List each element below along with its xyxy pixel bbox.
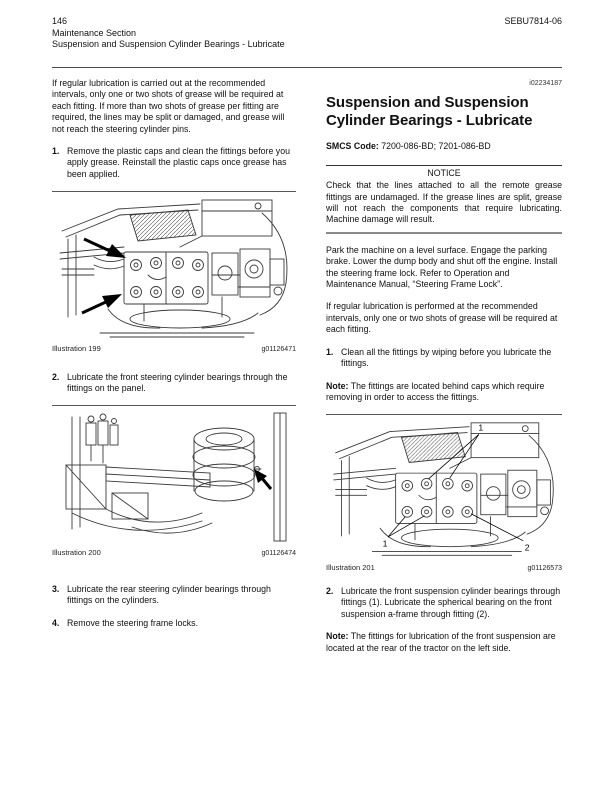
callout-2-label: 2 — [525, 543, 530, 553]
figure-caption: Illustration 201 g01126573 — [326, 562, 562, 574]
step-text: Lubricate the front steering cylinder be… — [67, 371, 288, 394]
smcs-label: SMCS Code: — [326, 141, 379, 152]
illustration-id: g01126471 — [261, 346, 296, 354]
step-text: Clean all the fittings by wiping before … — [341, 346, 552, 369]
step-number: 2. — [326, 585, 334, 596]
grease-fitting-arrows — [81, 237, 126, 315]
step-number: 1. — [326, 346, 334, 357]
doc-code: SEBU7814-06 — [504, 16, 562, 26]
note-label: Note: — [326, 631, 349, 642]
step-item-1: 1. Remove the plastic caps and clean the… — [52, 146, 296, 180]
left-column: If regular lubrication is carried out at… — [52, 78, 296, 640]
step-item-2: 2. Lubricate the front suspension cylind… — [326, 586, 562, 620]
step-number: 3. — [52, 583, 60, 594]
step-item-3: 3. Lubricate the rear steering cylinder … — [52, 584, 296, 607]
callout-1-bottom-label: 1 — [383, 539, 388, 549]
illustration-199-drawing — [59, 199, 288, 338]
regular-lubrication-paragraph: If regular lubrication is performed at t… — [326, 301, 558, 335]
illustration-label: Illustration 200 — [52, 548, 101, 558]
step-item-4: 4. Remove the steering frame locks. — [52, 618, 296, 629]
step-number: 2. — [52, 371, 60, 382]
figure-illustration-200: Illustration 200 g01126474 — [52, 405, 296, 559]
park-machine-paragraph: Park the machine on a level surface. Eng… — [326, 244, 558, 290]
notice-title: NOTICE — [427, 167, 461, 178]
header-section: Maintenance Section — [52, 27, 137, 38]
step-text: Remove the plastic caps and clean the fi… — [67, 146, 290, 179]
intro-paragraph: If regular lubrication is carried out at… — [52, 78, 285, 134]
notice-box: NOTICE Check that the lines attached to … — [326, 164, 562, 234]
figure-illustration-199: Illustration 199 g01126471 — [52, 191, 296, 355]
note-label: Note: — [326, 380, 349, 391]
step-number: 4. — [52, 617, 60, 628]
step-text: Lubricate the front suspension cylinder … — [341, 585, 561, 619]
note-paragraph-2: Note: The fittings for lubrication of th… — [326, 631, 562, 654]
right-column: i02234187 Suspension and Suspension Cyli… — [326, 78, 562, 665]
illustration-201-drawing: 1 1 2 — [333, 422, 554, 557]
notice-body: Check that the lines attached to all the… — [326, 180, 562, 225]
figure-illustration-201: 1 1 2 Illustration 201 g01126573 — [326, 414, 562, 574]
smcs-code-line: SMCS Code: 7200-086-BD; 7201-086-BD — [326, 141, 562, 152]
step-item-2: 2. Lubricate the front steering cylinder… — [52, 372, 296, 395]
step-item-1: 1. Clean all the fittings by wiping befo… — [326, 347, 562, 370]
callout-leader-lines — [387, 434, 524, 542]
page-number: 146 — [52, 16, 68, 26]
step-number: 1. — [52, 146, 60, 157]
note-paragraph-1: Note: The fittings are located behind ca… — [326, 381, 562, 404]
smcs-value: 7200-086-BD; 7201-086-BD — [378, 141, 491, 152]
illustration-id: g01126474 — [261, 550, 296, 558]
figure-caption: Illustration 199 g01126471 — [52, 343, 296, 355]
step-text: Remove the steering frame locks. — [67, 617, 199, 628]
header-subsection: Suspension and Suspension Cylinder Beari… — [52, 39, 285, 49]
grease-fitting-arrow — [254, 469, 273, 491]
illustration-200-drawing — [65, 413, 287, 542]
step-text: Lubricate the rear steering cylinder bea… — [67, 583, 271, 606]
article-id: i02234187 — [529, 80, 562, 87]
article-title: Suspension and Suspension Cylinder Beari… — [326, 94, 533, 130]
illustration-id: g01126573 — [527, 564, 562, 572]
illustration-label: Illustration 199 — [52, 344, 101, 354]
figure-caption: Illustration 200 g01126474 — [52, 547, 296, 559]
illustration-label: Illustration 201 — [326, 562, 375, 572]
note-text: The fittings are located behind caps whi… — [326, 380, 545, 402]
note-text: The fittings for lubrication of the fron… — [326, 631, 556, 653]
header-divider — [52, 67, 562, 68]
page-header: 146 Maintenance Section Suspension and S… — [52, 16, 562, 51]
callout-1-top-label: 1 — [478, 423, 483, 433]
